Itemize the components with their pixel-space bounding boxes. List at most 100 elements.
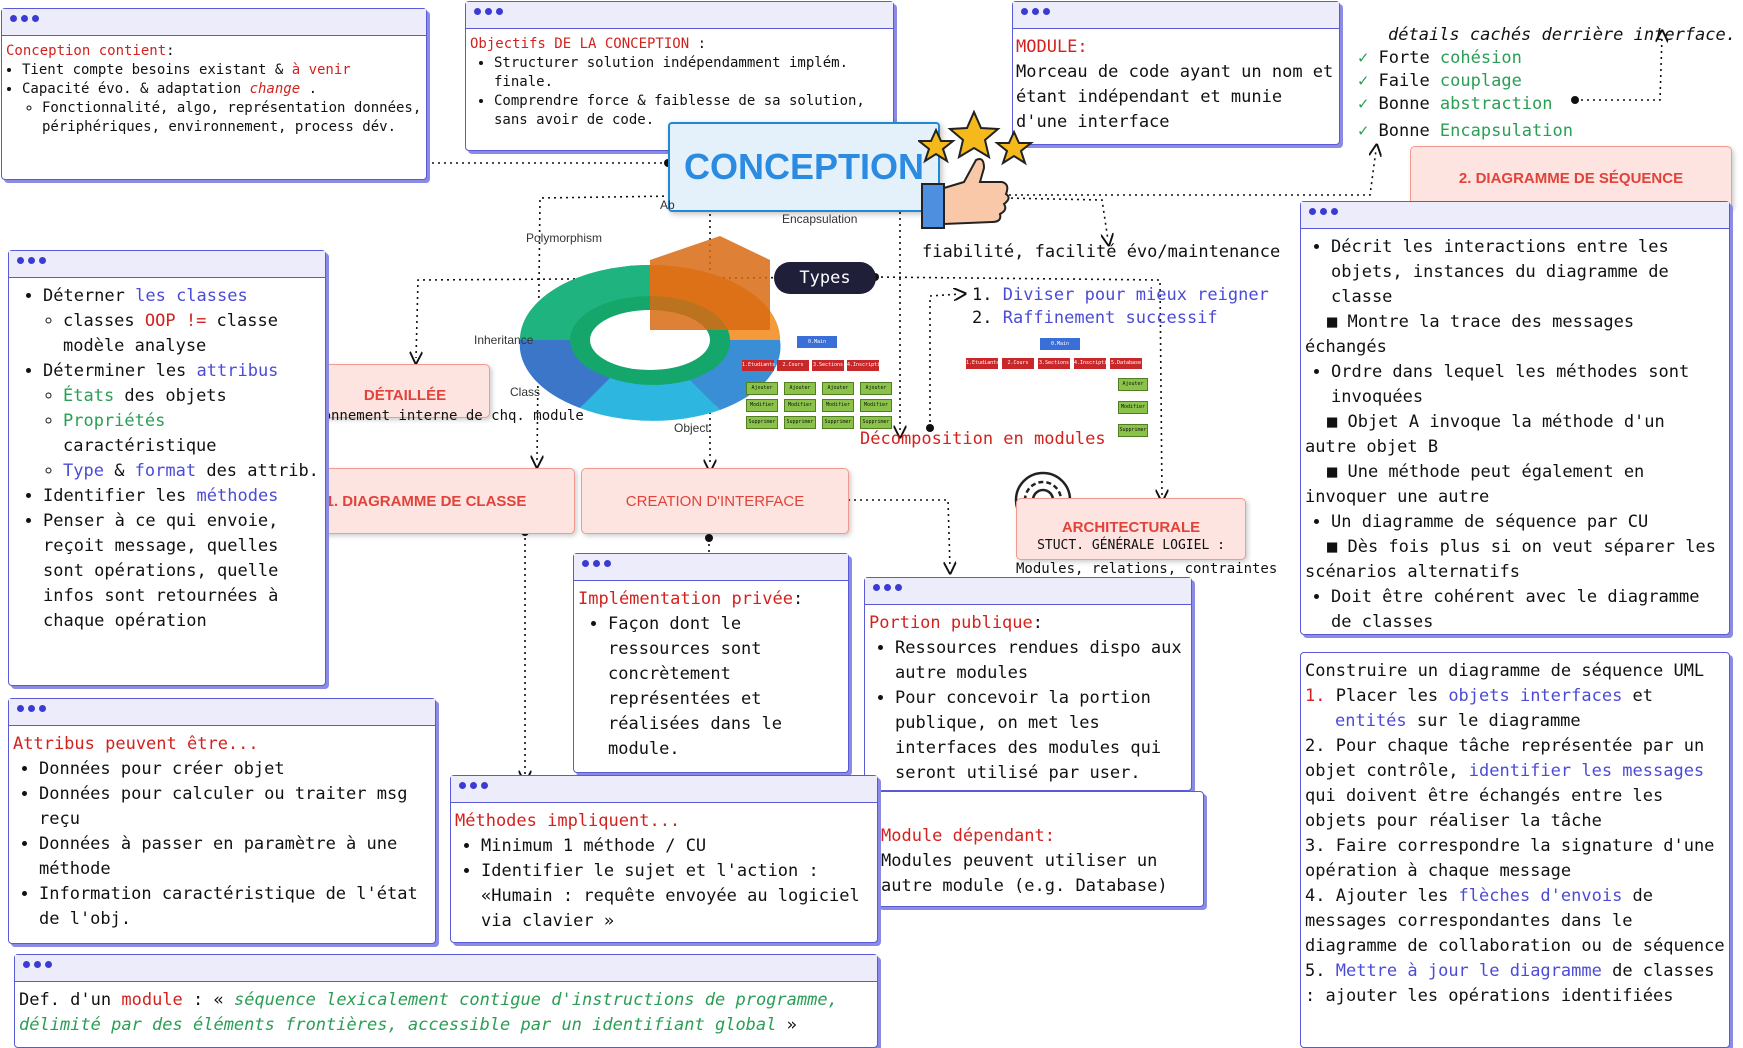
wheel-label: Inheritance: [474, 333, 534, 347]
window-dots-icon: [873, 584, 902, 591]
list-item: Propriétés caractéristique: [63, 409, 319, 459]
wheel-label: Class: [510, 385, 540, 399]
hierarchy-leaf: Modifier: [1118, 401, 1148, 414]
hierarchy-leaf: Ajouter: [860, 382, 892, 395]
list-item: ■ Dès fois plus si on veut séparer les s…: [1305, 537, 1716, 582]
list-item: Structurer solution indépendamment implé…: [494, 54, 889, 92]
list-item: Minimum 1 méthode / CU: [481, 834, 873, 859]
quality-item: ✓ Forte cohésion: [1358, 48, 1522, 68]
list-item: 1. Diviser pour mieux reigner: [972, 285, 1269, 305]
window-dots-icon: [10, 15, 39, 22]
quality-item: ✓ Faile couplage: [1358, 71, 1522, 91]
wheel-label: Encapsulation: [780, 210, 790, 211]
definition-word: module: [121, 990, 183, 1010]
portion-publique-window: Portion publique: Ressources rendues dis…: [864, 577, 1192, 791]
objectifs-title: Objectifs DE LA CONCEPTION: [470, 36, 690, 52]
list-item: Données à passer en paramètre à une méth…: [39, 832, 431, 882]
module-title: MODULE:: [1016, 37, 1088, 57]
stars-thumbs-icon: [918, 109, 1034, 229]
wheel-label: Object: [674, 421, 709, 435]
module-dependant-window: Module dépendant: Modules peuvent utilis…: [876, 791, 1204, 907]
definition-window: Def. d'un module : « séquence lexicaleme…: [14, 954, 878, 1048]
classes-window: Déterner les classes classes OOP != clas…: [8, 250, 326, 686]
window-dots-icon: [23, 961, 52, 968]
step-item: 2. Pour chaque tâche représentée par un …: [1305, 736, 1705, 831]
list-item: Fonctionnalité, algo, représentation don…: [42, 99, 422, 137]
types-pill: Types: [774, 262, 876, 294]
list-item: Données pour calculer ou traiter msg reç…: [39, 782, 431, 832]
architecturale-sub: Modules, relations, contraintes: [1016, 561, 1278, 577]
hierarchy-leaf: Modifier: [860, 399, 892, 412]
list-item: ■ Objet A invoque la méthode d'un autre …: [1305, 412, 1665, 457]
step-item: 4. Ajouter les flèches d'envois de messa…: [1305, 886, 1725, 956]
hierarchy-node: 2.Cours: [1002, 358, 1034, 369]
hierarchy-leaf: Ajouter: [1118, 378, 1148, 391]
conception-title: CONCEPTION: [683, 146, 924, 187]
hierarchy-node: 5.Database: [1110, 358, 1142, 369]
detaillee-label: DÉTAILLÉE: [320, 364, 490, 418]
creation-interface-label: CREATION D'INTERFACE: [581, 468, 849, 534]
list-item: Un diagramme de séquence par CU: [1331, 510, 1725, 535]
list-item: Comprendre force & faiblesse de sa solut…: [494, 92, 889, 130]
list-item: classes OOP != classe modèle analyse: [63, 309, 319, 359]
qualities-header: détails cachés derrière interface.: [1388, 25, 1736, 45]
detaillee-sub: Fonctionnement interne de chq. module: [272, 408, 584, 424]
hierarchy-node: 4.Inscription: [847, 360, 886, 371]
portion-title: Portion publique: [869, 613, 1033, 633]
wheel-label: Polymorphism: [526, 231, 602, 245]
check-icon: ✓: [1358, 94, 1369, 114]
check-icon: ✓: [1358, 121, 1369, 141]
list-item: Doit être cohérent avec le diagramme de …: [1331, 585, 1725, 635]
sequence-window: Décrit les interactions entre les objets…: [1300, 201, 1730, 635]
methodes-window: Méthodes impliquent... Minimum 1 méthode…: [450, 775, 878, 943]
hierarchy-leaf: Supprimer: [860, 416, 892, 429]
check-icon: ✓: [1358, 48, 1369, 68]
decomposition-list: 1. Diviser pour mieux reigner 2. Raffine…: [972, 284, 1269, 330]
qualities-list: détails cachés derrière interface. ✓ For…: [1358, 24, 1743, 143]
hierarchy-diagram-a: 0.Main 1.Etudiants 2.Cours 3.Sections 4.…: [742, 336, 892, 441]
wheel-label-ab: Ab: [660, 198, 675, 212]
hierarchy-root: 0.Main: [1040, 338, 1080, 350]
hierarchy-node: 1.Etudiants: [966, 358, 999, 369]
hierarchy-leaf: Supprimer: [746, 416, 778, 429]
hierarchy-leaf: Supprimer: [822, 416, 854, 429]
module-dependant-text: Modules peuvent utiliser un autre module…: [881, 851, 1168, 896]
list-item: Déterminer les attribus États des objets…: [43, 359, 319, 484]
list-item: Capacité évo. & adaptation change . Fonc…: [22, 80, 422, 137]
hierarchy-leaf: Supprimer: [784, 416, 816, 429]
definition-quote: séquence lexicalement contigue d'instruc…: [19, 990, 838, 1035]
list-item: Type & format des attrib.: [63, 459, 319, 484]
hierarchy-node: 4.Inscription: [1074, 358, 1113, 369]
oop-wheel-image: Polymorphism Encapsulation Inheritance C…: [474, 210, 790, 435]
check-icon: ✓: [1358, 71, 1369, 91]
window-dots-icon: [1021, 8, 1050, 15]
construire-title: Construire un diagramme de séquence UML: [1305, 661, 1705, 681]
hierarchy-leaf: Ajouter: [822, 382, 854, 395]
step-item: 1. Placer les objets interfaces et entit…: [1305, 686, 1654, 731]
module-text: Morceau de code ayant un nom et étant in…: [1016, 62, 1334, 132]
list-item: Façon dont le ressources sont concrèteme…: [608, 612, 844, 762]
window-dots-icon: [474, 8, 503, 15]
hierarchy-leaf: Supprimer: [1118, 424, 1148, 437]
conception-contient-window: Conception contient: Tient compte besoin…: [1, 8, 427, 180]
list-item: Identifier les méthodes: [43, 484, 319, 509]
diag-classe-label: 1. DIAGRAMME DE CLASSE: [277, 468, 575, 534]
hierarchy-node: 3.Sections: [1038, 358, 1070, 369]
methodes-title: Méthodes impliquent...: [455, 811, 681, 831]
list-item: Ordre dans lequel les méthodes sont invo…: [1331, 360, 1725, 410]
fiabilite-text: fiabilité, facilité évo/maintenance: [922, 242, 1281, 262]
attribus-title: Attribus peuvent être...: [13, 734, 259, 754]
list-item: Ressources rendues dispo aux autre modul…: [895, 636, 1187, 686]
wheel-label-encapsulation: Encapsulation: [782, 212, 858, 226]
list-item: Penser à ce qui envoie, reçoit message, …: [43, 509, 319, 634]
window-dots-icon: [1309, 208, 1338, 215]
list-item: ■ Une méthode peut également en invoquer…: [1305, 462, 1645, 507]
window-dots-icon: [582, 560, 611, 567]
hierarchy-node: 2.Cours: [777, 360, 809, 371]
module-window: MODULE: Morceau de code ayant un nom et …: [1012, 1, 1340, 145]
list-item: Données pour créer objet: [39, 757, 431, 782]
hierarchy-leaf: Modifier: [746, 399, 778, 412]
conception-banner: CONCEPTION: [668, 122, 940, 212]
list-item: Information caractéristique de l'état de…: [39, 882, 431, 932]
window-dots-icon: [459, 782, 488, 789]
